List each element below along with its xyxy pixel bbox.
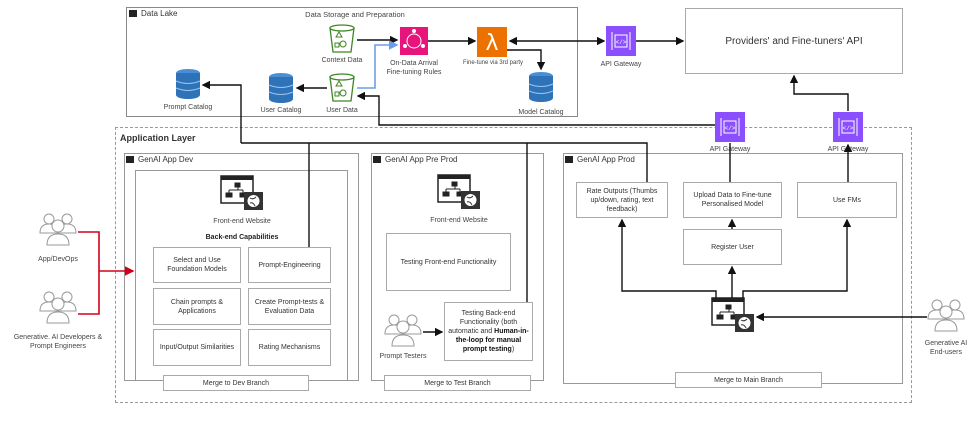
developers-line2: Prompt Engineers (29, 343, 87, 350)
test-frontend-box[interactable]: Testing Front-end Functionality (386, 233, 511, 291)
api-gateway-top-label: API Gateway (600, 61, 642, 68)
model-catalog-label: Model Catalog (518, 109, 564, 116)
dev-title-text: GenAI App Dev (138, 155, 194, 164)
rate-outputs-box[interactable]: Rate Outputs (Thumbs up/down, rating, te… (576, 182, 668, 218)
capability-io-similarities[interactable]: Input/Output Similarities (153, 329, 241, 366)
devops-label: App/DevOps (38, 256, 78, 263)
preprod-frontend-label: Front-end Website (430, 217, 488, 224)
providers-api-box[interactable]: Providers' and Fine-tuners' API (685, 8, 903, 74)
on-arrival-line2: Fine-tuning Rules (386, 69, 442, 76)
context-data-label: Context Data (321, 57, 363, 64)
test-backend-box[interactable]: Testing Back-end Functionality (both aut… (444, 302, 533, 361)
capability-foundation-models[interactable]: Select and Use Foundation Models (153, 247, 241, 283)
developers-users-icon (39, 291, 77, 324)
prod-title-text: GenAI App Prod (577, 155, 635, 164)
developers-line1: Generative. AI Developers & (13, 334, 103, 341)
aws-cloud-icon (129, 10, 137, 17)
use-fms-box[interactable]: Use FMs (797, 182, 897, 218)
test-backend-bold: Human-in-the-loop for manual prompt test… (455, 328, 529, 353)
aws-account-icon (126, 156, 134, 163)
data-storage-subtitle: Data Storage and Preparation (305, 10, 405, 19)
backend-title: Back-end Capabilities (205, 234, 279, 241)
user-data-label: User Data (326, 107, 358, 114)
developers-label: Generative. AI Developers & Prompt Engine… (14, 333, 102, 351)
capability-rating[interactable]: Rating Mechanisms (248, 329, 331, 366)
test-backend-end: ) (511, 346, 515, 353)
end-users-icon (927, 299, 965, 332)
capability-prompt-engineering[interactable]: Prompt-Engineering (248, 247, 331, 283)
devops-users-icon (39, 213, 77, 246)
capability-chain-prompts[interactable]: Chain prompts & Applications (153, 288, 241, 325)
merge-dev-button[interactable]: Merge to Dev Branch (163, 375, 309, 391)
merge-test-button[interactable]: Merge to Test Branch (384, 375, 531, 391)
end-users-line2: End-users (930, 349, 962, 356)
aws-account-icon (565, 156, 573, 163)
prod-title: GenAI App Prod (565, 155, 635, 164)
merge-main-button[interactable]: Merge to Main Branch (675, 372, 822, 388)
test-backend-plain: Testing Back-end Functionality (both aut… (448, 310, 518, 335)
aws-account-icon (373, 156, 381, 163)
api-gateway-top-icon (605, 25, 637, 57)
prompt-catalog-label: Prompt Catalog (163, 104, 213, 111)
data-lake-title: Data Lake (129, 9, 177, 18)
data-lake-label: Data Lake (141, 9, 178, 18)
preprod-title: GenAI App Pre Prod (373, 155, 458, 164)
fine-tune-label: Fine-tune via 3rd party (462, 60, 524, 66)
dev-title: GenAI App Dev (126, 155, 193, 164)
test-backend-text: Testing Back-end Functionality (both aut… (447, 309, 530, 354)
dev-frontend-label: Front-end Website (213, 218, 271, 225)
edge-gateway-to-providers (789, 74, 849, 111)
preprod-title-text: GenAI App Pre Prod (385, 155, 458, 164)
application-layer-title: Application Layer (120, 133, 196, 143)
upload-data-box[interactable]: Upload Data to Fine-tune Personalised Mo… (683, 182, 782, 218)
register-user-box[interactable]: Register User (683, 229, 782, 265)
prompt-testers-label: Prompt Testers (379, 353, 427, 360)
end-users-label: Generative AI End-users (925, 339, 967, 357)
user-catalog-label: User Catalog (260, 107, 302, 114)
capability-prompt-tests[interactable]: Create Prompt-tests & Evaluation Data (248, 288, 331, 325)
end-users-line1: Generative AI (924, 340, 968, 347)
on-arrival-line1: On-Data Arrival (390, 60, 438, 67)
